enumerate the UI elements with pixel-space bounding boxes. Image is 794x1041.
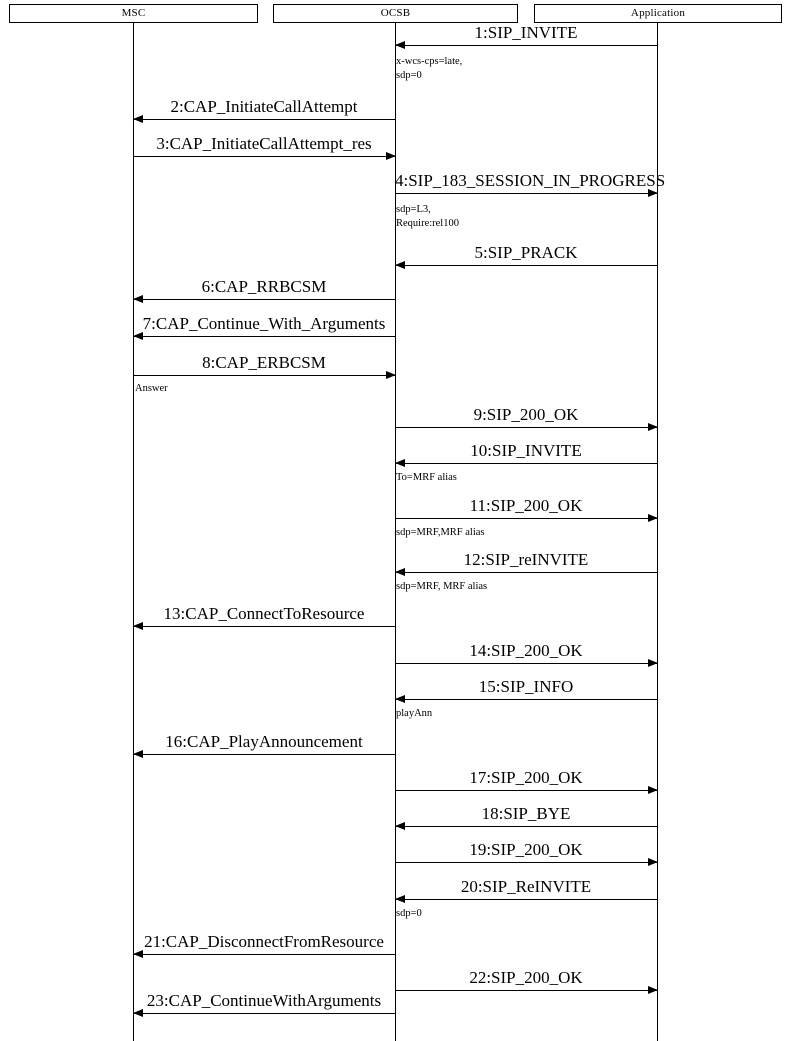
participant-label: Application (630, 7, 686, 19)
message-line (395, 826, 657, 828)
message-label: 8:CAP_ERBCSM (202, 353, 326, 372)
message-label: 10:SIP_INVITE (470, 441, 582, 460)
arrowhead-left-icon (132, 331, 143, 340)
message-label: 21:CAP_DisconnectFromResource (144, 932, 384, 951)
message-label: 14:SIP_200_OK (469, 641, 583, 660)
message-label: 23:CAP_ContinueWithArguments (146, 991, 382, 1010)
message-note-note-15: playAnn (396, 708, 433, 719)
message-label: 2:CAP_InitiateCallAttempt (170, 97, 358, 116)
message-note-note-1a: x-wcs-cps=late, (396, 56, 463, 67)
message-line (133, 299, 395, 301)
message-label: 15:SIP_INFO (478, 677, 574, 696)
message-note-note-12: sdp=MRF, MRF alias (396, 581, 488, 592)
message-label: 22:SIP_200_OK (469, 968, 583, 987)
message-note-note-10: To=MRF alias (396, 472, 457, 483)
arrowhead-right-icon (385, 151, 396, 160)
message-line (395, 45, 657, 47)
arrowhead-right-icon (647, 188, 658, 197)
lifeline-msc (133, 23, 135, 1041)
message-line (395, 990, 657, 992)
message-label: 7:CAP_Continue_With_Arguments (142, 314, 386, 333)
message-line (395, 899, 657, 901)
message-line (395, 699, 657, 701)
message-line (395, 463, 657, 465)
message-label: 19:SIP_200_OK (469, 840, 583, 859)
message-line (133, 336, 395, 338)
message-line (133, 626, 395, 628)
message-note-note-20: sdp=0 (396, 908, 422, 919)
lifeline-application (657, 23, 659, 1041)
message-label: 20:SIP_ReINVITE (460, 877, 592, 896)
message-label: 17:SIP_200_OK (469, 768, 583, 787)
arrowhead-left-icon (394, 894, 405, 903)
message-line (395, 427, 657, 429)
message-label: 13:CAP_ConnectToResource (163, 604, 365, 623)
message-label: 3:CAP_InitiateCallAttempt_res (156, 134, 372, 153)
arrowhead-left-icon (132, 749, 143, 758)
lifeline-ocsb (395, 23, 397, 1041)
message-line (133, 754, 395, 756)
message-line (395, 572, 657, 574)
message-note-note-4b: Require:rel100 (396, 218, 459, 229)
arrowhead-left-icon (394, 40, 405, 49)
message-line (133, 375, 395, 377)
message-line (395, 862, 657, 864)
message-line (133, 119, 395, 121)
message-line (133, 954, 395, 956)
arrowhead-left-icon (132, 294, 143, 303)
message-note-note-4a: sdp=L3, (396, 204, 431, 215)
arrowhead-left-icon (132, 621, 143, 630)
message-label: 6:CAP_RRBCSM (201, 277, 327, 296)
arrowhead-left-icon (394, 694, 405, 703)
arrowhead-right-icon (647, 785, 658, 794)
message-line (395, 663, 657, 665)
message-label: 5:SIP_PRACK (474, 243, 578, 262)
message-line (395, 518, 657, 520)
message-note-note-11: sdp=MRF,MRF alias (396, 527, 485, 538)
arrowhead-left-icon (132, 1008, 143, 1017)
arrowhead-right-icon (647, 422, 658, 431)
participant-box-msc[interactable]: MSC (9, 4, 258, 23)
arrowhead-right-icon (647, 513, 658, 522)
participant-label: MSC (121, 7, 146, 19)
message-label: 9:SIP_200_OK (473, 405, 579, 424)
message-label: 11:SIP_200_OK (469, 496, 583, 515)
arrowhead-right-icon (385, 370, 396, 379)
message-label: 1:SIP_INVITE (474, 23, 578, 42)
message-label: 12:SIP_reINVITE (463, 550, 589, 569)
message-label: 16:CAP_PlayAnnouncement (165, 732, 363, 751)
arrowhead-left-icon (394, 260, 405, 269)
message-line (133, 1013, 395, 1015)
arrowhead-left-icon (132, 114, 143, 123)
message-line (395, 790, 657, 792)
message-line (133, 156, 395, 158)
message-line (395, 265, 657, 267)
message-label: 4:SIP_183_SESSION_IN_PROGRESS (395, 171, 666, 190)
participant-label: OCSB (380, 7, 411, 19)
participant-box-ocsb[interactable]: OCSB (273, 4, 518, 23)
message-label: 18:SIP_BYE (481, 804, 571, 823)
message-note-note-1b: sdp=0 (396, 70, 422, 81)
arrowhead-right-icon (647, 658, 658, 667)
arrowhead-left-icon (394, 821, 405, 830)
arrowhead-right-icon (647, 857, 658, 866)
participant-box-application[interactable]: Application (534, 4, 782, 23)
arrowhead-left-icon (132, 949, 143, 958)
arrowhead-left-icon (394, 458, 405, 467)
arrowhead-right-icon (647, 985, 658, 994)
message-line (395, 193, 657, 195)
arrowhead-left-icon (394, 567, 405, 576)
message-note-note-8: Answer (135, 383, 168, 394)
